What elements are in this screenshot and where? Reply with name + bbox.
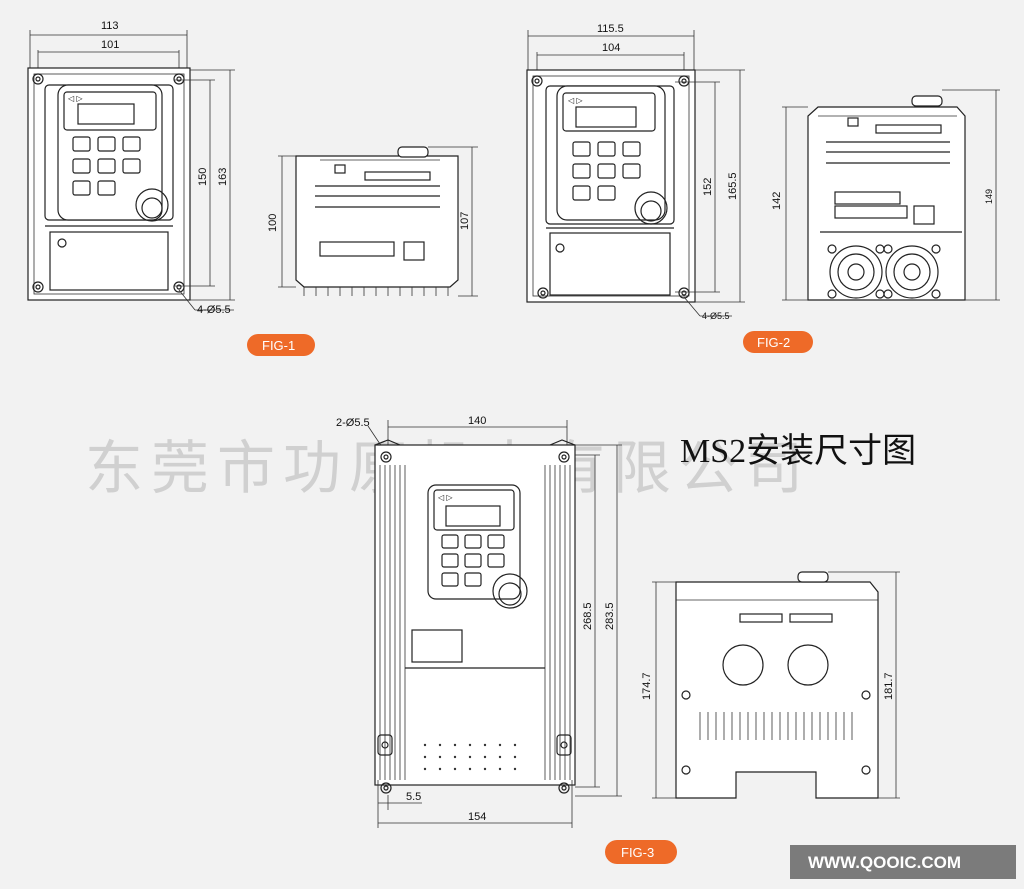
fig2-width-outer: 115.5 bbox=[597, 23, 624, 35]
fig3-label: FIG-3 bbox=[621, 845, 654, 860]
website-url: WWW.QOOIC.COM bbox=[808, 853, 961, 872]
fig2-label-badge: FIG-2 bbox=[743, 331, 813, 353]
fig3-front-view: 140 2-Ø5.5 ◁ ▷ bbox=[336, 415, 622, 828]
fig2-height-inner: 152 bbox=[702, 178, 714, 196]
fig3-side-height-right: 181.7 bbox=[883, 672, 895, 700]
fig3-offset: 5.5 bbox=[406, 791, 421, 803]
fig1-height-outer: 163 bbox=[217, 168, 229, 186]
fig2-width-inner: 104 bbox=[602, 42, 620, 54]
fig3-side-height-left: 174.7 bbox=[641, 672, 653, 700]
fig2-label: FIG-2 bbox=[757, 335, 790, 350]
svg-text:◁ ▷: ◁ ▷ bbox=[438, 493, 453, 502]
fig1-front-view: 113 101 ◁ ▷ 150 163 bbox=[27, 20, 235, 316]
fig1-side-height-right: 107 bbox=[459, 212, 471, 230]
fig3-width-bottom: 154 bbox=[468, 811, 486, 823]
fig1-hole-label: 4-Ø5.5 bbox=[197, 304, 231, 316]
fig1-side-height-left: 100 bbox=[267, 214, 279, 232]
fig3-side-view: 174.7 181.7 bbox=[641, 571, 900, 799]
fig2-side-height-right: 149 bbox=[984, 189, 994, 204]
fig3-height-outer: 283.5 bbox=[604, 602, 616, 630]
fig3-label-badge: FIG-3 bbox=[605, 840, 677, 864]
fig1-side-view: 100 107 bbox=[267, 146, 478, 297]
fig3-height-inner: 268.5 bbox=[582, 602, 594, 630]
fig1-width-outer: 113 bbox=[101, 20, 119, 32]
fig2-height-outer: 165.5 bbox=[727, 172, 739, 200]
fig1-label-badge: FIG-1 bbox=[247, 334, 315, 356]
fig1-height-inner: 150 bbox=[197, 168, 209, 186]
fig3-width-top: 140 bbox=[468, 415, 486, 427]
website-banner: WWW.QOOIC.COM bbox=[790, 845, 1016, 879]
fig2-side-height-left: 142 bbox=[771, 192, 783, 210]
fig3-hole-label: 2-Ø5.5 bbox=[336, 417, 370, 429]
fig1-label: FIG-1 bbox=[262, 338, 295, 353]
fig2-hole-label: 4-Ø5.5 bbox=[702, 311, 730, 321]
fig2-side-view: 142 149 bbox=[771, 89, 1000, 301]
fig1-width-inner: 101 bbox=[101, 39, 119, 51]
svg-text:◁ ▷: ◁ ▷ bbox=[568, 96, 583, 105]
fig2-front-view: 115.5 104 ◁ ▷ 152 165.5 bbox=[526, 23, 745, 321]
page-title: MS2安装尺寸图 bbox=[680, 432, 916, 470]
svg-text:◁ ▷: ◁ ▷ bbox=[68, 94, 83, 103]
